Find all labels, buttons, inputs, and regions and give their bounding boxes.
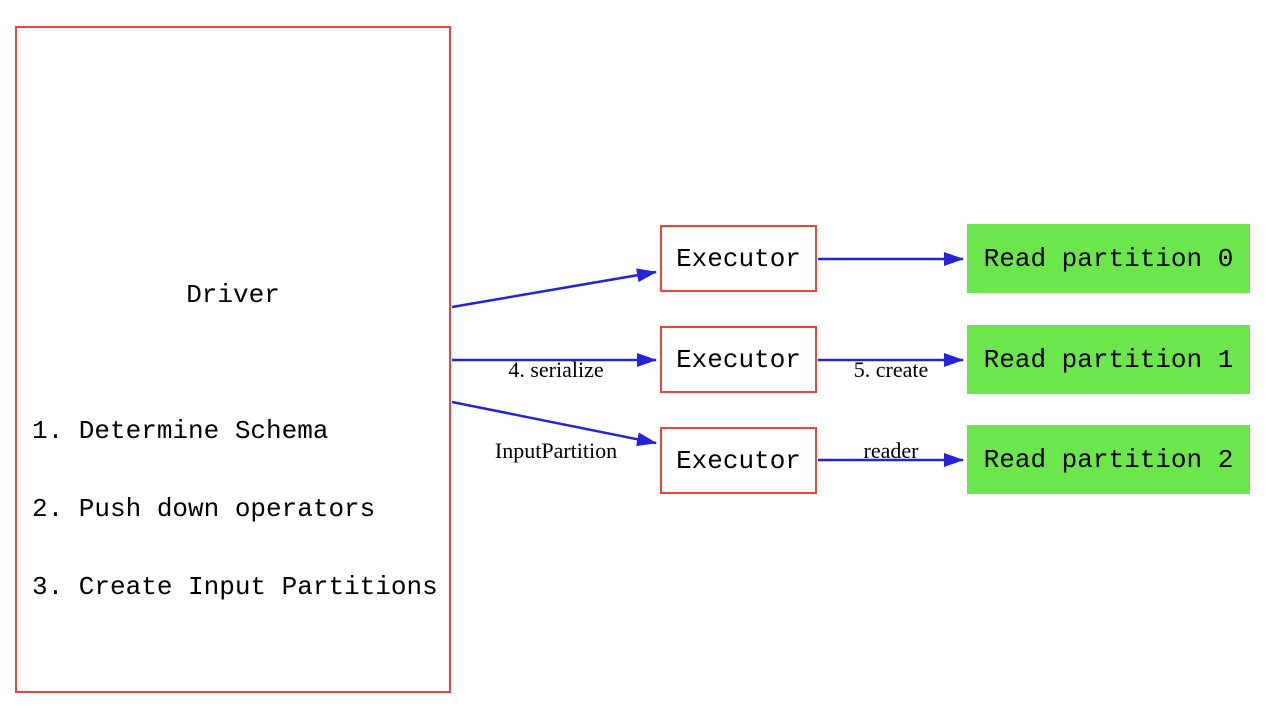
edge-label-create-reader-line1: 5. create: [853, 357, 929, 382]
executor-box-0: Executor: [660, 225, 817, 292]
driver-box: Driver 1. Determine Schema 2. Push down …: [15, 26, 451, 693]
driver-step-3: 3. Create Input Partitions: [32, 572, 438, 602]
edge-label-serialize: 4. serialize InputPartition: [451, 302, 661, 518]
driver-step-2: 2. Push down operators: [32, 494, 376, 524]
executor-box-1: Executor: [660, 326, 817, 393]
executor-box-2: Executor: [660, 427, 817, 494]
partition-box-2: Read partition 2: [967, 425, 1250, 494]
driver-steps: 1. Determine Schema 2. Push down operato…: [32, 366, 438, 652]
edge-label-create-reader-line2: reader: [863, 438, 919, 463]
driver-title: Driver: [186, 280, 280, 310]
edge-label-serialize-line1: 4. serialize: [508, 357, 604, 382]
edge-label-create-reader: 5. create reader: [791, 302, 991, 518]
partition-box-0: Read partition 0: [967, 224, 1250, 293]
partition-box-1: Read partition 1: [967, 325, 1250, 394]
driver-step-1: 1. Determine Schema: [32, 416, 329, 446]
edge-label-serialize-line2: InputPartition: [494, 438, 618, 463]
